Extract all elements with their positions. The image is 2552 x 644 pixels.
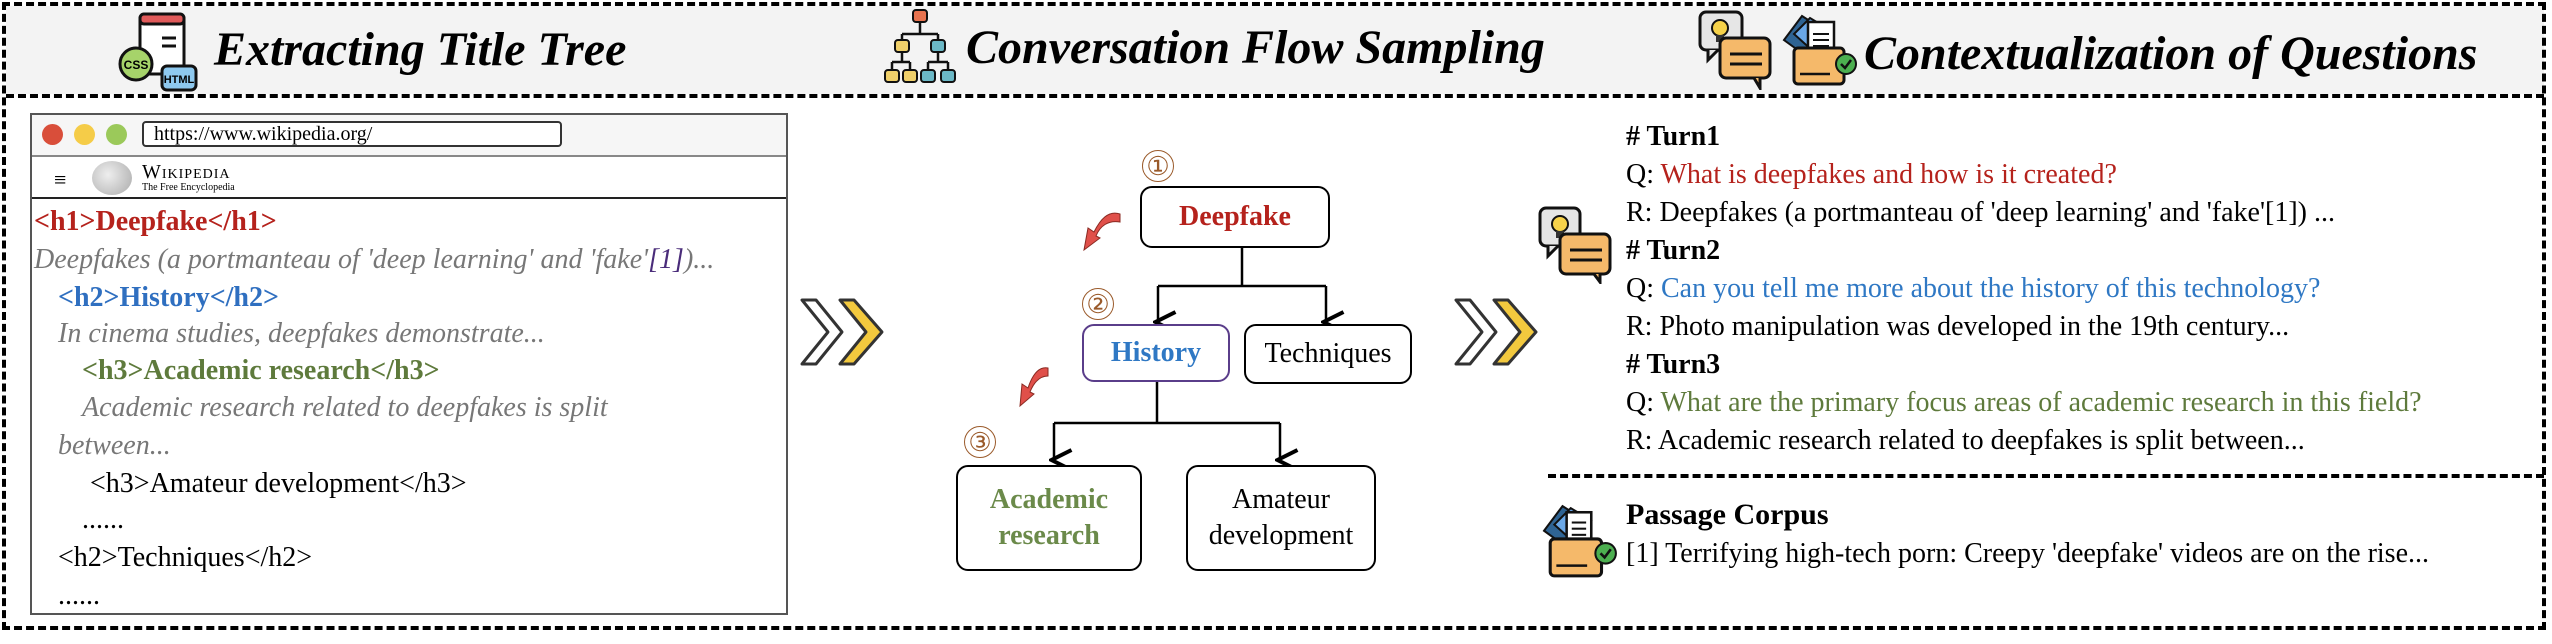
- source-paragraph: between...: [58, 430, 171, 461]
- source-paragraph: Academic research related to deepfakes i…: [82, 392, 608, 423]
- idea-chat-icon: [1698, 10, 1772, 90]
- browser-window: https://www.wikipedia.org/ ≡ Wikipedia T…: [30, 113, 788, 615]
- hierarchy-icon: [884, 9, 956, 83]
- node-label: Amateur development: [1208, 484, 1354, 551]
- q-prefix: Q:: [1626, 387, 1661, 418]
- node-label: Techniques: [1264, 338, 1392, 369]
- maximize-window-dot[interactable]: [106, 124, 127, 145]
- css-html-icon: CSS HTML: [118, 12, 198, 92]
- source-paragraph: In cinema studies, deepfakes demonstrate…: [58, 318, 545, 349]
- corpus-divider: [1548, 474, 2544, 478]
- folder-check-icon: [1542, 504, 1617, 578]
- tree-node-amateur: Amateur development: [1186, 465, 1376, 571]
- conversation-turns: # Turn1 Q: What is deepfakes and how is …: [1626, 118, 2422, 460]
- turn-label: # Turn2: [1626, 235, 1721, 266]
- question-text: Can you tell me more about the history o…: [1661, 273, 2321, 304]
- sampling-arrow-icon: [1083, 212, 1121, 252]
- source-paragraph: Deepfakes (a portmanteau of 'deep learni…: [34, 244, 714, 276]
- step-marker-2: ②: [1082, 288, 1114, 320]
- source-h2-history: <h2>History</h2>: [58, 282, 279, 313]
- step-marker-3: ③: [964, 426, 996, 458]
- source-h2-techniques: <h2>Techniques</h2>: [58, 542, 313, 573]
- close-window-dot[interactable]: [42, 124, 63, 145]
- site-name: Wikipedia: [142, 161, 231, 183]
- node-label: Deepfake: [1179, 201, 1291, 232]
- double-chevron-arrow-icon: [1454, 298, 1538, 366]
- question-text: What are the primary focus areas of acad…: [1660, 387, 2422, 418]
- citation-link[interactable]: [1]: [648, 244, 684, 275]
- turn-question: Q: Can you tell me more about the histor…: [1626, 270, 2422, 308]
- turn-label: # Turn1: [1626, 121, 1721, 152]
- turn-response: R: Academic research related to deepfake…: [1626, 425, 2305, 456]
- source-h1: <h1>Deepfake</h1>: [34, 206, 277, 237]
- svg-text:HTML: HTML: [164, 74, 195, 86]
- tree-node-deepfake: Deepfake: [1140, 186, 1330, 248]
- turn-response: R: Photo manipulation was developed in t…: [1626, 311, 2290, 342]
- idea-chat-icon: [1538, 206, 1612, 284]
- node-label: History: [1110, 337, 1202, 368]
- header-divider: [6, 94, 2544, 98]
- turn-label: # Turn3: [1626, 349, 1721, 380]
- wikipedia-header: ≡ Wikipedia The Free Encyclopedia: [32, 157, 786, 199]
- turn-response: R: Deepfakes (a portmanteau of 'deep lea…: [1626, 197, 2335, 228]
- turn-question: Q: What are the primary focus areas of a…: [1626, 384, 2422, 422]
- outer-frame: [2, 2, 2546, 630]
- source-ellipsis: ......: [58, 580, 100, 611]
- turn-question: Q: What is deepfakes and how is it creat…: [1626, 156, 2422, 194]
- source-h3-academic: <h3>Academic research</h3>: [82, 355, 440, 386]
- tree-node-history: History: [1082, 324, 1230, 382]
- menu-icon[interactable]: ≡: [54, 167, 67, 192]
- browser-toolbar: https://www.wikipedia.org/: [32, 115, 786, 157]
- tree-node-techniques: Techniques: [1244, 324, 1412, 384]
- corpus-passage: [1] Terrifying high-tech porn: Creepy 'd…: [1626, 538, 2429, 569]
- site-tagline: The Free Encyclopedia: [142, 182, 235, 193]
- source-ellipsis: ......: [82, 504, 124, 535]
- q-prefix: Q:: [1626, 159, 1661, 190]
- sampling-arrow-icon: [1019, 367, 1049, 408]
- step-marker-1: ①: [1142, 150, 1174, 182]
- svg-text:CSS: CSS: [124, 58, 149, 72]
- section-title-sampling: Conversation Flow Sampling: [966, 21, 1545, 74]
- header-band: [6, 6, 2544, 94]
- address-bar[interactable]: https://www.wikipedia.org/: [142, 121, 562, 147]
- paragraph-text: Deepfakes (a portmanteau of 'deep learni…: [34, 244, 649, 275]
- section-title-extracting: Extracting Title Tree: [214, 23, 627, 76]
- source-h3-amateur: <h3>Amateur development</h3>: [90, 468, 467, 499]
- section-title-contextualization: Contextualization of Questions: [1864, 27, 2478, 80]
- q-prefix: Q:: [1626, 273, 1661, 304]
- question-text: What is deepfakes and how is it created?: [1660, 159, 2117, 190]
- tree-node-academic: Academic research: [956, 465, 1142, 571]
- minimize-window-dot[interactable]: [74, 124, 95, 145]
- corpus-title: Passage Corpus: [1626, 498, 1829, 531]
- double-chevron-arrow-icon: [800, 298, 884, 366]
- paragraph-tail: )...: [683, 244, 715, 275]
- folder-check-icon: [1782, 14, 1857, 86]
- node-label: Academic research: [989, 484, 1109, 551]
- wikipedia-globe-logo: [92, 161, 132, 195]
